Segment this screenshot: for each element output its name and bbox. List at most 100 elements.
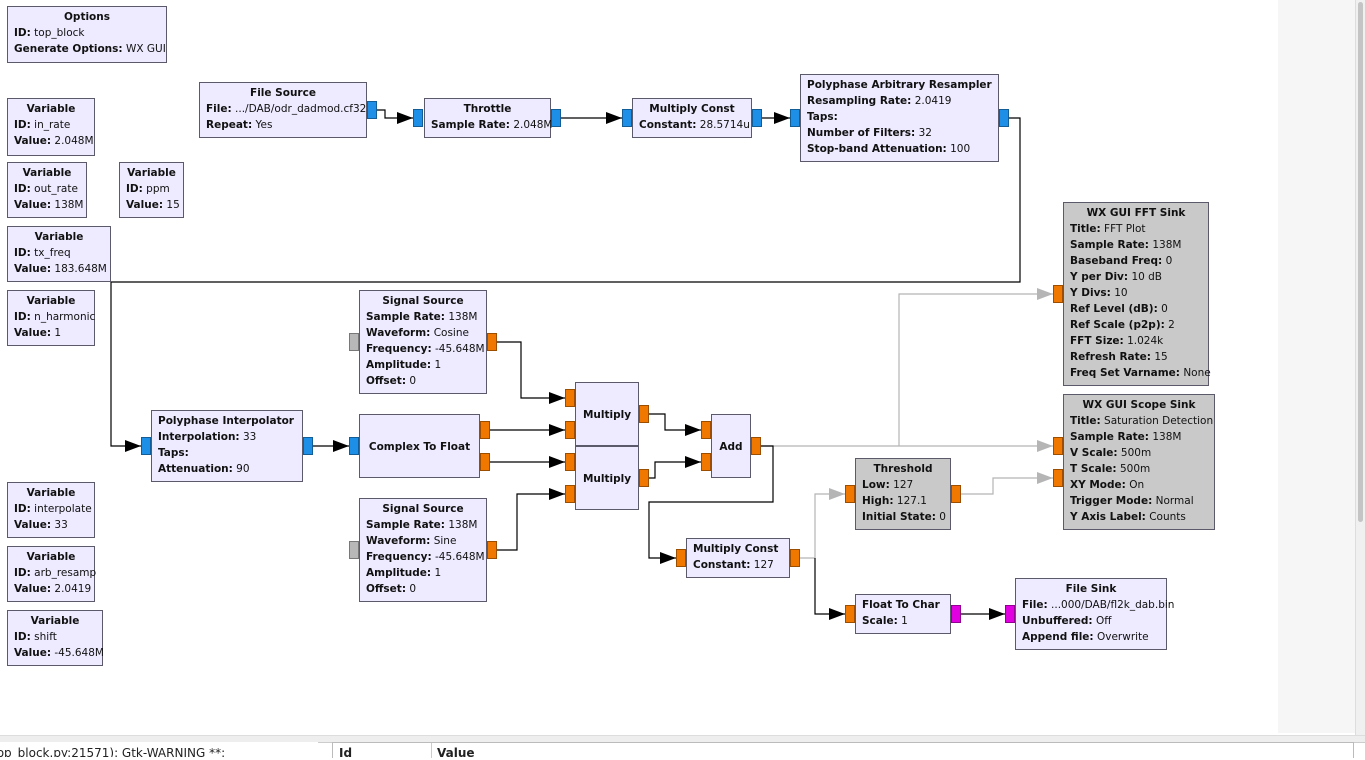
- complex-to-float-out-im-port[interactable]: [480, 453, 490, 471]
- param-key: Value:: [14, 647, 52, 659]
- block-param: Baseband Freq: 0: [1070, 253, 1202, 269]
- file-source-out-port[interactable]: [367, 101, 377, 119]
- file-sink-in-port[interactable]: [1005, 605, 1015, 623]
- param-value: top_block: [34, 27, 85, 39]
- multiply-const-127-in-port[interactable]: [676, 549, 686, 567]
- float-to-char-in-port[interactable]: [845, 605, 855, 623]
- scope-in1-port[interactable]: [1053, 469, 1063, 487]
- add-in1-port[interactable]: [701, 453, 711, 471]
- wire-add-fft[interactable]: [898, 288, 1053, 446]
- multiply2-out-port[interactable]: [639, 469, 649, 487]
- add-in0-port[interactable]: [701, 421, 711, 439]
- block-param: Sample Rate: 138M: [366, 517, 480, 533]
- signal-source-cos-out-port[interactable]: [487, 333, 497, 351]
- wire-multiply2-add[interactable]: [649, 456, 701, 479]
- wire-multiply1-add[interactable]: [649, 413, 701, 436]
- multiply-block-1[interactable]: Multiply: [575, 382, 639, 446]
- resampler-out-port[interactable]: [999, 109, 1009, 127]
- wire-resampler-interpolator[interactable]: [110, 117, 1021, 452]
- add-block[interactable]: Add: [711, 414, 751, 478]
- wire-threshold-scope[interactable]: [961, 472, 1053, 495]
- wire-cosine-multiply1[interactable]: [497, 341, 565, 404]
- block-title: WX GUI FFT Sink: [1086, 207, 1186, 219]
- multiply-const-127-out-port[interactable]: [790, 549, 800, 567]
- complex-to-float-out-re-port[interactable]: [480, 421, 490, 439]
- throttle-out-port[interactable]: [551, 109, 561, 127]
- multiply2-in0-port[interactable]: [565, 453, 575, 471]
- signal-source-sin-msg-in-port[interactable]: [349, 541, 359, 559]
- complex-to-float-block[interactable]: Complex To Float: [359, 414, 480, 478]
- multiply1-out-port[interactable]: [639, 405, 649, 423]
- block-library-panel: [1278, 0, 1355, 733]
- signal-source-cos-msg-in-port[interactable]: [349, 333, 359, 351]
- block-title: Multiply: [582, 409, 632, 421]
- wire-file-source-throttle[interactable]: [377, 109, 413, 124]
- multiply-block-2[interactable]: Multiply: [575, 446, 639, 510]
- multiply1-in0-port[interactable]: [565, 389, 575, 407]
- block-param: XY Mode: On: [1070, 477, 1208, 493]
- param-key: Scale:: [862, 615, 898, 627]
- block-param: Y Divs: 10: [1070, 285, 1202, 301]
- interpolator-in-port[interactable]: [141, 437, 151, 455]
- param-key: Generate Options:: [14, 43, 123, 55]
- block-param: Frequency: -45.648M: [366, 341, 485, 357]
- column-header-id[interactable]: Id: [339, 746, 353, 760]
- param-key: Taps:: [158, 447, 189, 459]
- wire-multiply-const-float-to-char[interactable]: [814, 558, 845, 620]
- wire-add-multiply-const-127[interactable]: [648, 445, 774, 564]
- wire-sine-multiply2[interactable]: [497, 488, 565, 551]
- multiply1-in1-port[interactable]: [565, 421, 575, 439]
- block-title: Variable: [26, 551, 76, 563]
- float-to-char-out-port[interactable]: [951, 605, 961, 623]
- add-out-port[interactable]: [751, 437, 761, 455]
- fft-sink-in-port[interactable]: [1053, 285, 1063, 303]
- complex-to-float-in-port[interactable]: [349, 437, 359, 455]
- param-key: Initial State:: [862, 511, 936, 523]
- block-title: Multiply: [582, 473, 632, 485]
- column-header-value[interactable]: Value: [437, 746, 475, 760]
- scrollbar-thumb[interactable]: [1358, 2, 1363, 522]
- wire-multiply-const-threshold[interactable]: [800, 488, 845, 559]
- threshold-out-port[interactable]: [951, 485, 961, 503]
- multiply-const-out-port[interactable]: [752, 109, 762, 127]
- param-value: -45.648M: [54, 647, 104, 659]
- threshold-in-port[interactable]: [845, 485, 855, 503]
- block-param: Number of Filters: 32: [807, 125, 992, 141]
- param-value: 33: [242, 431, 257, 443]
- multiply2-in1-port[interactable]: [565, 485, 575, 503]
- signal-source-sin-out-port[interactable]: [487, 541, 497, 559]
- vertical-scrollbar[interactable]: [1355, 0, 1365, 735]
- param-value: 127.1: [896, 495, 927, 507]
- resampler-in-port[interactable]: [790, 109, 800, 127]
- scope-in0-port[interactable]: [1053, 437, 1063, 455]
- block-param: ID: interpolate: [14, 501, 92, 517]
- param-value: 10 dB: [1131, 271, 1163, 283]
- interpolator-out-port[interactable]: [303, 437, 313, 455]
- throttle-in-port[interactable]: [413, 109, 423, 127]
- multiply-const-in-port[interactable]: [622, 109, 632, 127]
- block-param: Amplitude: 1: [366, 565, 480, 581]
